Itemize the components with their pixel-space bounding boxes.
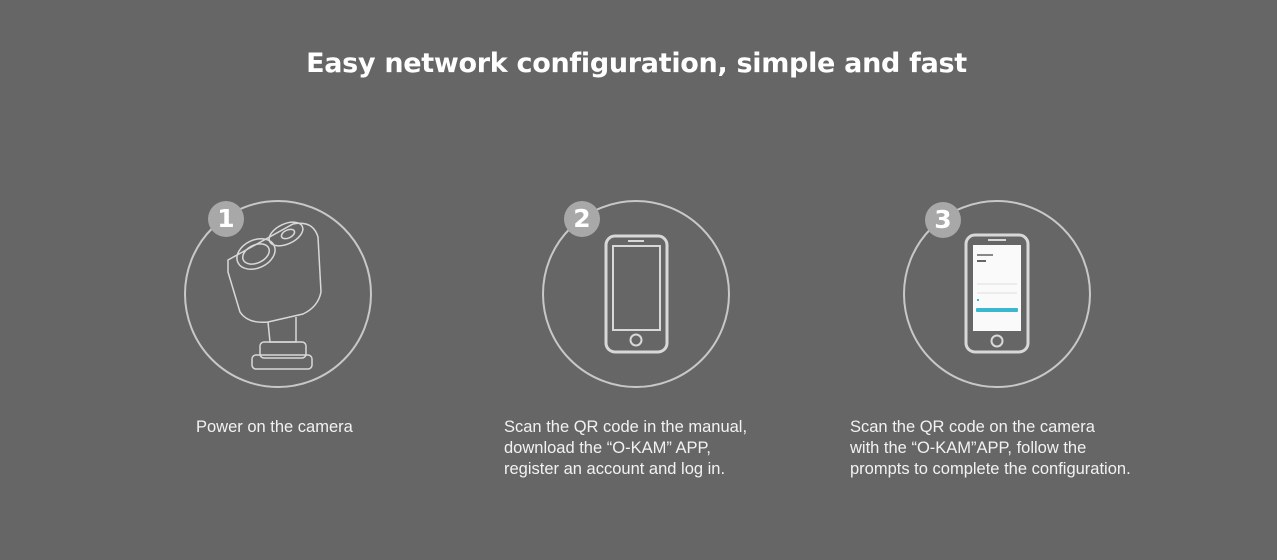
- smartphone-icon: [542, 200, 730, 388]
- step-1-badge: 1: [208, 201, 244, 237]
- step-2-description: Scan the QR code in the manual, download…: [504, 417, 747, 480]
- step-2-line: register an account and log in.: [504, 460, 726, 478]
- step-2-line: download the “O-KAM” APP,: [504, 439, 711, 457]
- step-3-description: Scan the QR code on the camera with the …: [850, 417, 1131, 480]
- step-2-line: Scan the QR code in the manual,: [504, 418, 748, 436]
- step-3-illustration: 3: [897, 192, 1097, 392]
- page-title: Easy network configuration, simple and f…: [306, 48, 967, 79]
- camera-icon: [184, 200, 372, 388]
- step-2-badge: 2: [564, 201, 600, 237]
- step-3-line: prompts to complete the configuration.: [850, 460, 1131, 478]
- step-3-badge: 3: [925, 202, 961, 238]
- step-1-illustration: 1: [178, 192, 378, 392]
- step-1-description: Power on the camera: [196, 417, 353, 438]
- phone-app-screen-icon: [903, 200, 1091, 388]
- step-2-illustration: 2: [536, 192, 736, 392]
- step-3-line: Scan the QR code on the camera: [850, 418, 1095, 436]
- step-1-line: Power on the camera: [196, 418, 353, 436]
- step-3-line: with the “O-KAM”APP, follow the: [850, 439, 1087, 457]
